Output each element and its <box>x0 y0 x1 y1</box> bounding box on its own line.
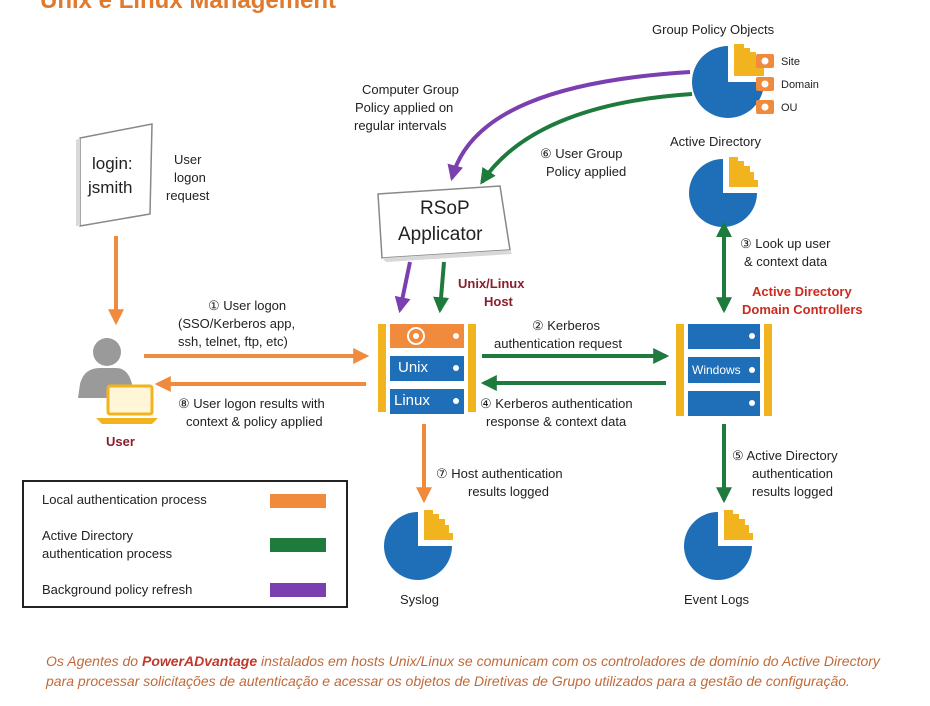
logon-request-line-3: request <box>166 188 210 203</box>
gpo-title: Group Policy Objects <box>652 22 775 37</box>
user-icon <box>78 338 158 424</box>
legend-ad-swatch <box>270 538 326 552</box>
host-title-line-2: Host <box>484 294 513 309</box>
gpo-domain-icon <box>756 77 774 91</box>
step5-line-3: results logged <box>752 484 833 499</box>
active-directory-title: Active Directory <box>670 134 762 149</box>
step7-line-2: results logged <box>468 484 549 499</box>
lookup-line-1: ③ Look up user <box>740 236 831 251</box>
logon-request-line-1: User <box>174 152 202 167</box>
gpo-item-domain: Domain <box>781 79 819 91</box>
login-label: login: <box>92 154 133 173</box>
step8-line-2: context & policy applied <box>186 414 323 429</box>
login-username: jsmith <box>88 178 133 197</box>
step1-line-3: ssh, telnet, ftp, etc) <box>178 334 288 349</box>
legend-background-label: Background policy refresh <box>42 582 193 597</box>
login-screen-document <box>76 123 153 227</box>
active-directory-pie-icon <box>689 157 758 227</box>
computer-policy-line-3: regular intervals <box>354 118 447 133</box>
unix-label: Unix <box>398 359 429 376</box>
computer-policy-line-2: Policy applied on <box>355 100 454 115</box>
domain-controller-stack <box>676 324 772 416</box>
lookup-line-2: & context data <box>744 254 828 269</box>
caption-brand: PowerADvantage <box>141 653 258 669</box>
rsop-subtitle: Applicator <box>398 224 483 245</box>
gpo-pie-icon <box>692 44 764 118</box>
gpo-site-icon <box>756 54 774 68</box>
rsop-to-host-purple-arrow <box>394 261 412 314</box>
caption-pre: Os Agentes do <box>46 653 142 669</box>
dc-title-line-2: Domain Controllers <box>742 302 863 317</box>
step5-line-1: ⑤ Active Directory <box>732 448 838 463</box>
computer-policy-line-1: Computer Group <box>362 82 459 97</box>
page-title: Unix e Linux Management <box>40 0 337 14</box>
legend-ad-label-1: Active Directory <box>42 528 134 543</box>
gpo-ou-icon <box>756 100 774 114</box>
legend-background-swatch <box>270 583 326 597</box>
rsop-to-host-green-arrow <box>433 261 450 314</box>
user-policy-line-1: ⑥ User Group <box>540 146 623 161</box>
syslog-pie-icon <box>384 510 453 580</box>
gpo-item-site: Site <box>781 56 800 68</box>
legend-local-swatch <box>270 494 326 508</box>
step8-line-1: ⑧ User logon results with <box>178 396 325 411</box>
unix-linux-host-stack <box>378 324 476 414</box>
legend-local-label: Local authentication process <box>42 492 207 507</box>
step7-line-1: ⑦ Host authentication <box>436 466 563 481</box>
rsop-title: RSoP <box>420 198 470 219</box>
step5-line-2: authentication <box>752 466 833 481</box>
syslog-label: Syslog <box>400 592 440 607</box>
linux-label: Linux <box>394 392 430 409</box>
caption: Os Agentes do PowerADvantage instalados … <box>46 651 906 691</box>
step2-line-1: ② Kerberos <box>532 318 601 333</box>
eventlogs-label: Event Logs <box>684 592 750 607</box>
caption-post: instalados em hosts Unix/Linux se comuni… <box>46 653 880 689</box>
gpo-item-ou: OU <box>781 102 798 114</box>
step1-line-2: (SSO/Kerberos app, <box>178 316 296 331</box>
dc-title-line-1: Active Directory <box>752 284 852 299</box>
user-policy-arrow <box>480 92 693 185</box>
step2-line-2: authentication request <box>494 336 622 351</box>
user-label: User <box>106 434 135 449</box>
step4-line-2: response & context data <box>486 414 627 429</box>
user-policy-line-2: Policy applied <box>546 164 627 179</box>
host-title-line-1: Unix/Linux <box>458 276 525 291</box>
legend-ad-label-2: authentication process <box>42 546 173 561</box>
step4-line-1: ④ Kerberos authentication <box>480 396 633 411</box>
step1-line-1: ① User logon <box>208 298 287 313</box>
computer-policy-arrow <box>447 70 691 182</box>
windows-label: Windows <box>692 363 741 377</box>
logon-request-line-2: logon <box>174 170 206 185</box>
legend: Local authentication process Active Dire… <box>22 480 348 608</box>
eventlogs-pie-icon <box>684 510 753 580</box>
rsop-applicator-document <box>377 185 512 262</box>
